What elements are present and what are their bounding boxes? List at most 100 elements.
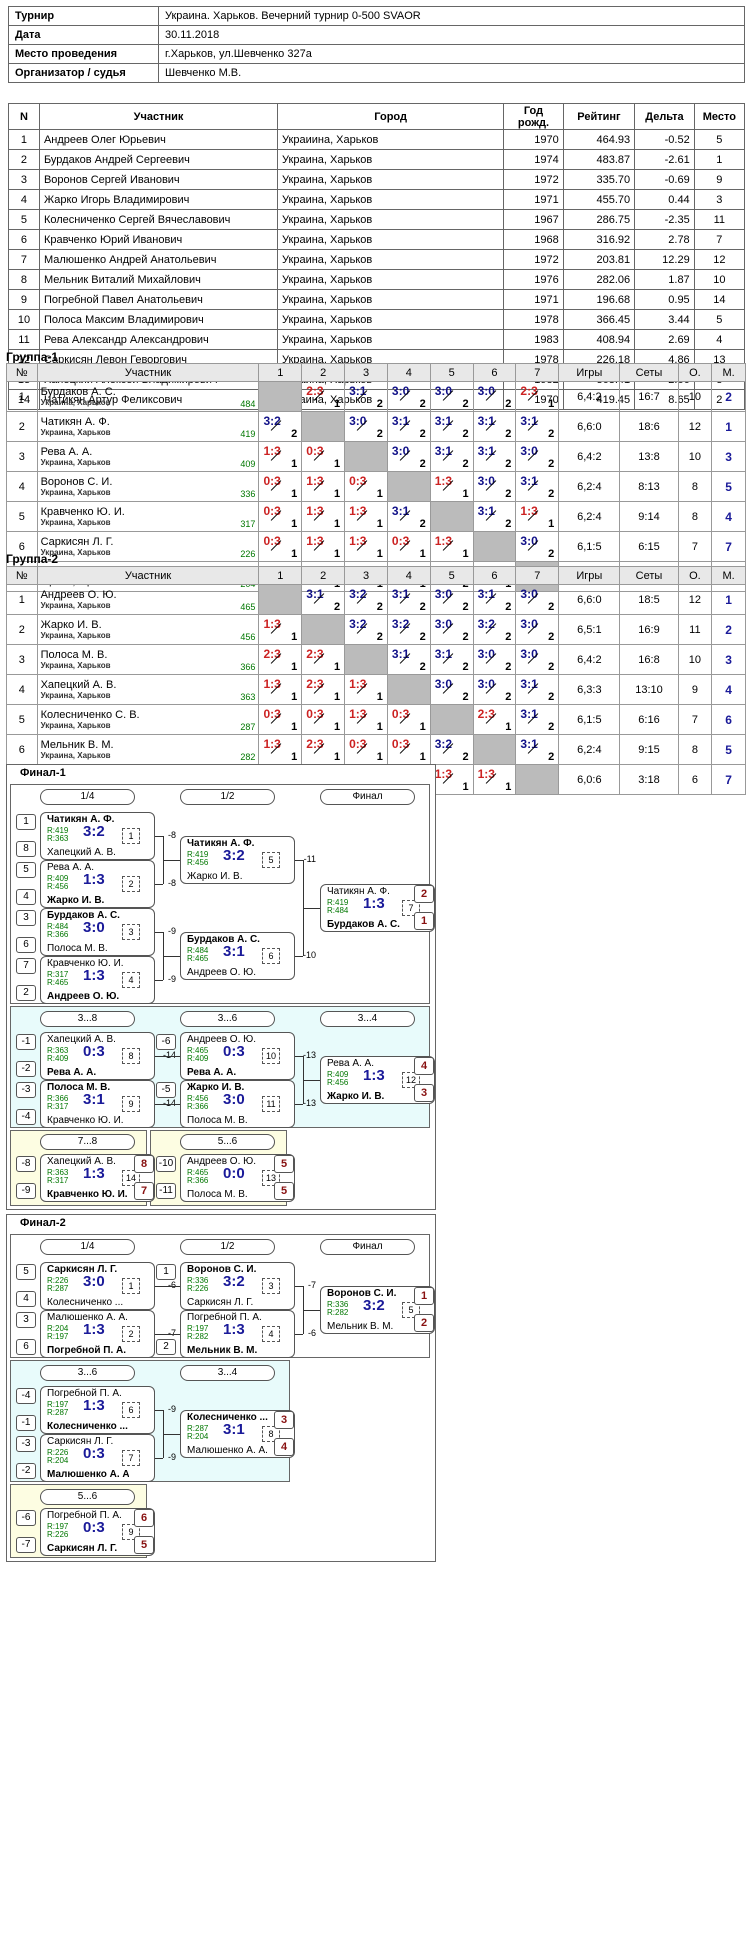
match-points: 2: [333, 601, 341, 613]
participants-cell: Украина, Харьков: [277, 169, 505, 190]
player-city: Украина, Харьков: [40, 458, 111, 467]
match-points: 1: [291, 548, 298, 560]
match-number: 12: [402, 1072, 420, 1088]
player-rating: 226: [240, 549, 256, 559]
match-player-2: Саркисян Л. Г.: [187, 1297, 254, 1308]
match-score: 1:3: [83, 1397, 105, 1414]
participants-cell: 1972: [503, 169, 564, 190]
seed-1: -1: [16, 1034, 36, 1050]
participants-cell: 1971: [503, 289, 564, 310]
match-number: 5: [402, 1302, 420, 1318]
match-player-2: Хапецкий А. В.: [47, 847, 116, 858]
group-sets: 16:7: [619, 381, 679, 412]
match-player-1: Чатикян А. Ф.: [187, 838, 255, 849]
match-number: 8: [262, 1426, 280, 1442]
group-place: 7: [711, 764, 746, 795]
match-player-2: Малюшенко А. А.: [47, 1469, 129, 1480]
match-rating-1: R:363: [47, 1168, 69, 1177]
match-rating-2: R:456: [47, 882, 69, 891]
participants-cell: 455.70: [562, 189, 636, 210]
player-name: Рева А. А.: [40, 446, 93, 458]
participants-cell: 5: [693, 309, 746, 330]
group-row-number: 3: [6, 441, 38, 472]
participants-cell: 4: [693, 329, 746, 350]
match-loser-ref: -7: [167, 1328, 176, 1338]
group-points: 10: [677, 381, 713, 412]
player-city: Украина, Харьков: [40, 548, 111, 557]
bracket-line: [155, 836, 163, 837]
group-self-cell: [301, 411, 346, 442]
participants-cell: 3: [8, 169, 40, 190]
match-rating-1: R:484: [47, 922, 69, 931]
match-points: 2: [505, 488, 512, 500]
participants-cell: Колесниченко Сергей Вячеславович: [38, 209, 279, 230]
set-score: 3:1: [434, 647, 453, 661]
match-loser-ref: -9: [167, 926, 176, 936]
match-score: 0:3: [223, 1043, 245, 1060]
match-points: 2: [505, 631, 512, 643]
match-rating-2: R:366: [187, 1102, 209, 1111]
match-rating-1: R:336: [327, 1300, 349, 1309]
match-points: 2: [419, 428, 426, 440]
group-sets: 13:10: [619, 674, 679, 705]
match-player-2: Жарко И. В.: [327, 1091, 385, 1102]
player-rating: 456: [240, 632, 256, 642]
match-score: 1:3: [83, 1321, 105, 1338]
match-score: 3:2: [363, 1297, 385, 1314]
participants-cell: 9: [693, 169, 746, 190]
player-city: Украина, Харьков: [40, 691, 111, 700]
match-player-1: Рева А. А.: [327, 1058, 375, 1069]
player-name: Хапецкий А. В.: [40, 679, 117, 691]
group-sets: 16:9: [619, 614, 679, 645]
match-score: 3:2: [223, 1273, 245, 1290]
group-header-cell: 3: [344, 566, 388, 585]
participants-cell: 408.94: [562, 329, 636, 350]
match-rating-2: R:287: [47, 1284, 69, 1293]
match-rating-1: R:226: [47, 1448, 69, 1457]
match-player-2: Кравченко Ю. И.: [47, 1115, 124, 1126]
bracket-line: [155, 1056, 180, 1057]
round-label: 1/4: [40, 789, 135, 805]
participants-cell: 1972: [503, 249, 564, 270]
match-number: 7: [402, 900, 420, 916]
participants-cell: 5: [693, 129, 746, 150]
group-points: 12: [677, 411, 713, 442]
seed-1: 5: [16, 1264, 36, 1280]
participants-cell: 9: [8, 289, 40, 310]
match-points: 2: [419, 458, 426, 470]
match-points: 1: [291, 721, 298, 733]
match-rating-2: R:317: [47, 1102, 69, 1111]
group-games: 6,3:3: [558, 674, 621, 705]
seed-1: 1: [156, 1264, 176, 1280]
match-number: 3: [262, 1278, 280, 1294]
match-rating-2: R:484: [327, 906, 349, 915]
seed-2: 4: [16, 1291, 36, 1307]
bracket-line: [155, 1286, 180, 1287]
match-points: 2: [419, 661, 426, 673]
participants-cell: 282.06: [562, 269, 636, 290]
